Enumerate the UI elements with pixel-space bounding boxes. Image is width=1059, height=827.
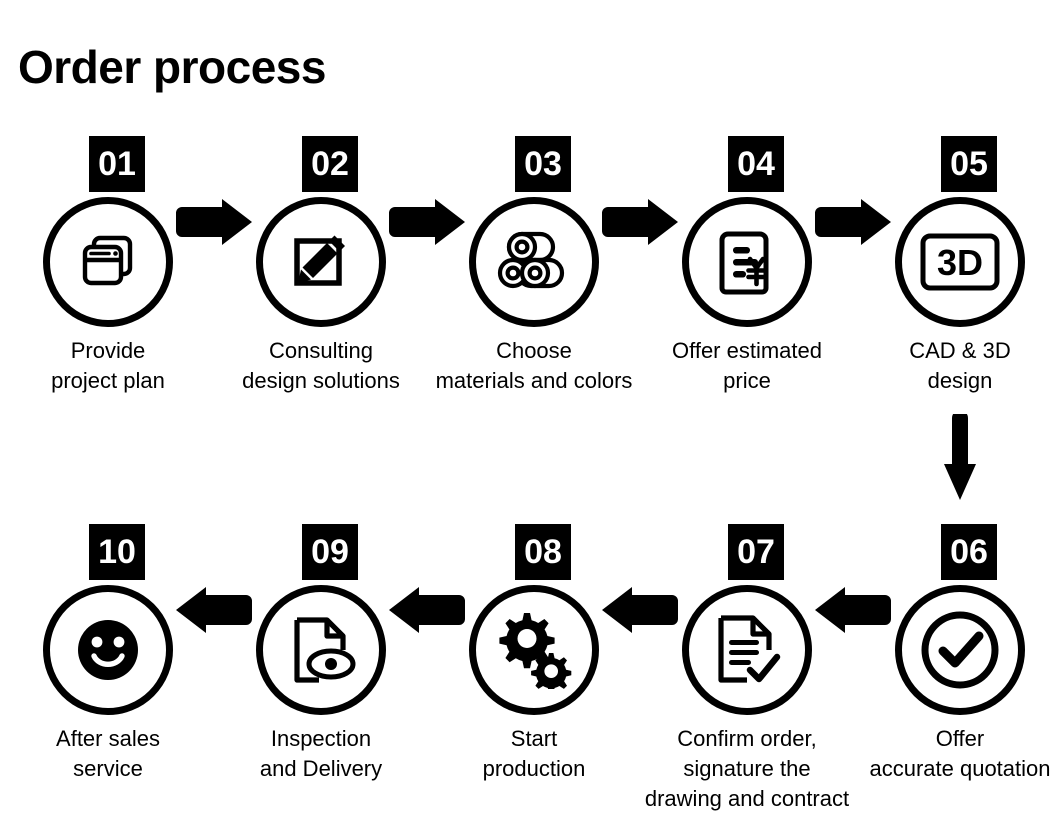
process-step-08[interactable]: 08 Start production <box>428 524 641 784</box>
process-step-10[interactable]: 10 After sales service <box>2 524 215 784</box>
page-title: Order process <box>18 41 326 93</box>
step-icon-circle[interactable]: 3D <box>895 197 1025 327</box>
step-number-badge: 08 <box>515 524 571 580</box>
step-icon-circle[interactable] <box>43 585 173 715</box>
process-step-03[interactable]: 03 <box>428 136 641 396</box>
step-caption: Choose materials and colors <box>435 338 633 393</box>
step-icon-circle[interactable] <box>469 585 599 715</box>
check-circle-icon <box>915 605 1005 695</box>
step-icon-circle[interactable] <box>682 197 812 327</box>
arrow-10-to-09 <box>174 587 254 633</box>
stacked-windows-icon <box>71 225 145 299</box>
stacked-pipes-icon <box>494 224 574 300</box>
document-check-icon <box>709 612 785 688</box>
process-step-05[interactable]: 05 3D CAD & 3D design <box>854 136 1059 396</box>
step-icon-circle[interactable] <box>682 585 812 715</box>
document-eye-icon <box>283 612 359 688</box>
step-number-badge: 05 <box>941 136 997 192</box>
arrow-05-to-06 <box>937 414 983 504</box>
step-number-badge: 09 <box>302 524 358 580</box>
step-icon-circle[interactable] <box>895 585 1025 715</box>
process-step-07[interactable]: 07 Confirm order, signature the drawing … <box>641 524 854 814</box>
step-caption: Inspection and Delivery <box>259 726 383 781</box>
process-step-01[interactable]: 01 Provide project plan <box>2 136 215 396</box>
step-number-badge: 01 <box>89 136 145 192</box>
arrow-08-to-07 <box>600 587 680 633</box>
step-number-badge: 07 <box>728 524 784 580</box>
step-number-badge: 02 <box>302 136 358 192</box>
process-step-06[interactable]: 06 Offer accurate quotation <box>854 524 1059 784</box>
step-caption: Confirm order, signature the drawing and… <box>644 726 850 811</box>
svg-text:3D: 3D <box>937 242 983 283</box>
step-caption: Start production <box>482 726 586 781</box>
step-caption: Offer accurate quotation <box>869 726 1051 781</box>
step-number-badge: 04 <box>728 136 784 192</box>
gears-icon <box>494 611 574 689</box>
invoice-yen-icon <box>710 223 784 301</box>
pencil-edit-square-icon <box>284 225 358 299</box>
arrow-09-to-08 <box>387 587 467 633</box>
step-caption: After sales service <box>56 726 160 781</box>
step-caption: Provide project plan <box>51 338 165 393</box>
step-caption: Consulting design solutions <box>242 338 400 393</box>
step-caption: CAD & 3D design <box>909 338 1011 393</box>
step-number-badge: 06 <box>941 524 997 580</box>
arrow-04-to-05 <box>813 199 893 245</box>
step-icon-circle[interactable] <box>256 197 386 327</box>
step-number-badge: 03 <box>515 136 571 192</box>
3d-screen-icon: 3D <box>919 231 1001 293</box>
step-icon-circle[interactable] <box>469 197 599 327</box>
process-step-09[interactable]: 09 Inspection and Delivery <box>215 524 428 784</box>
arrow-03-to-04 <box>600 199 680 245</box>
process-step-04[interactable]: 04 Offer <box>641 136 854 396</box>
step-icon-circle[interactable] <box>43 197 173 327</box>
process-step-02[interactable]: 02 Consulting design solutions <box>215 136 428 396</box>
step-caption: Offer estimated price <box>672 338 822 393</box>
arrow-02-to-03 <box>387 199 467 245</box>
arrow-01-to-02 <box>174 199 254 245</box>
arrow-07-to-06 <box>813 587 893 633</box>
step-number-badge: 10 <box>89 524 145 580</box>
step-icon-circle[interactable] <box>256 585 386 715</box>
smiley-face-icon <box>71 613 145 687</box>
